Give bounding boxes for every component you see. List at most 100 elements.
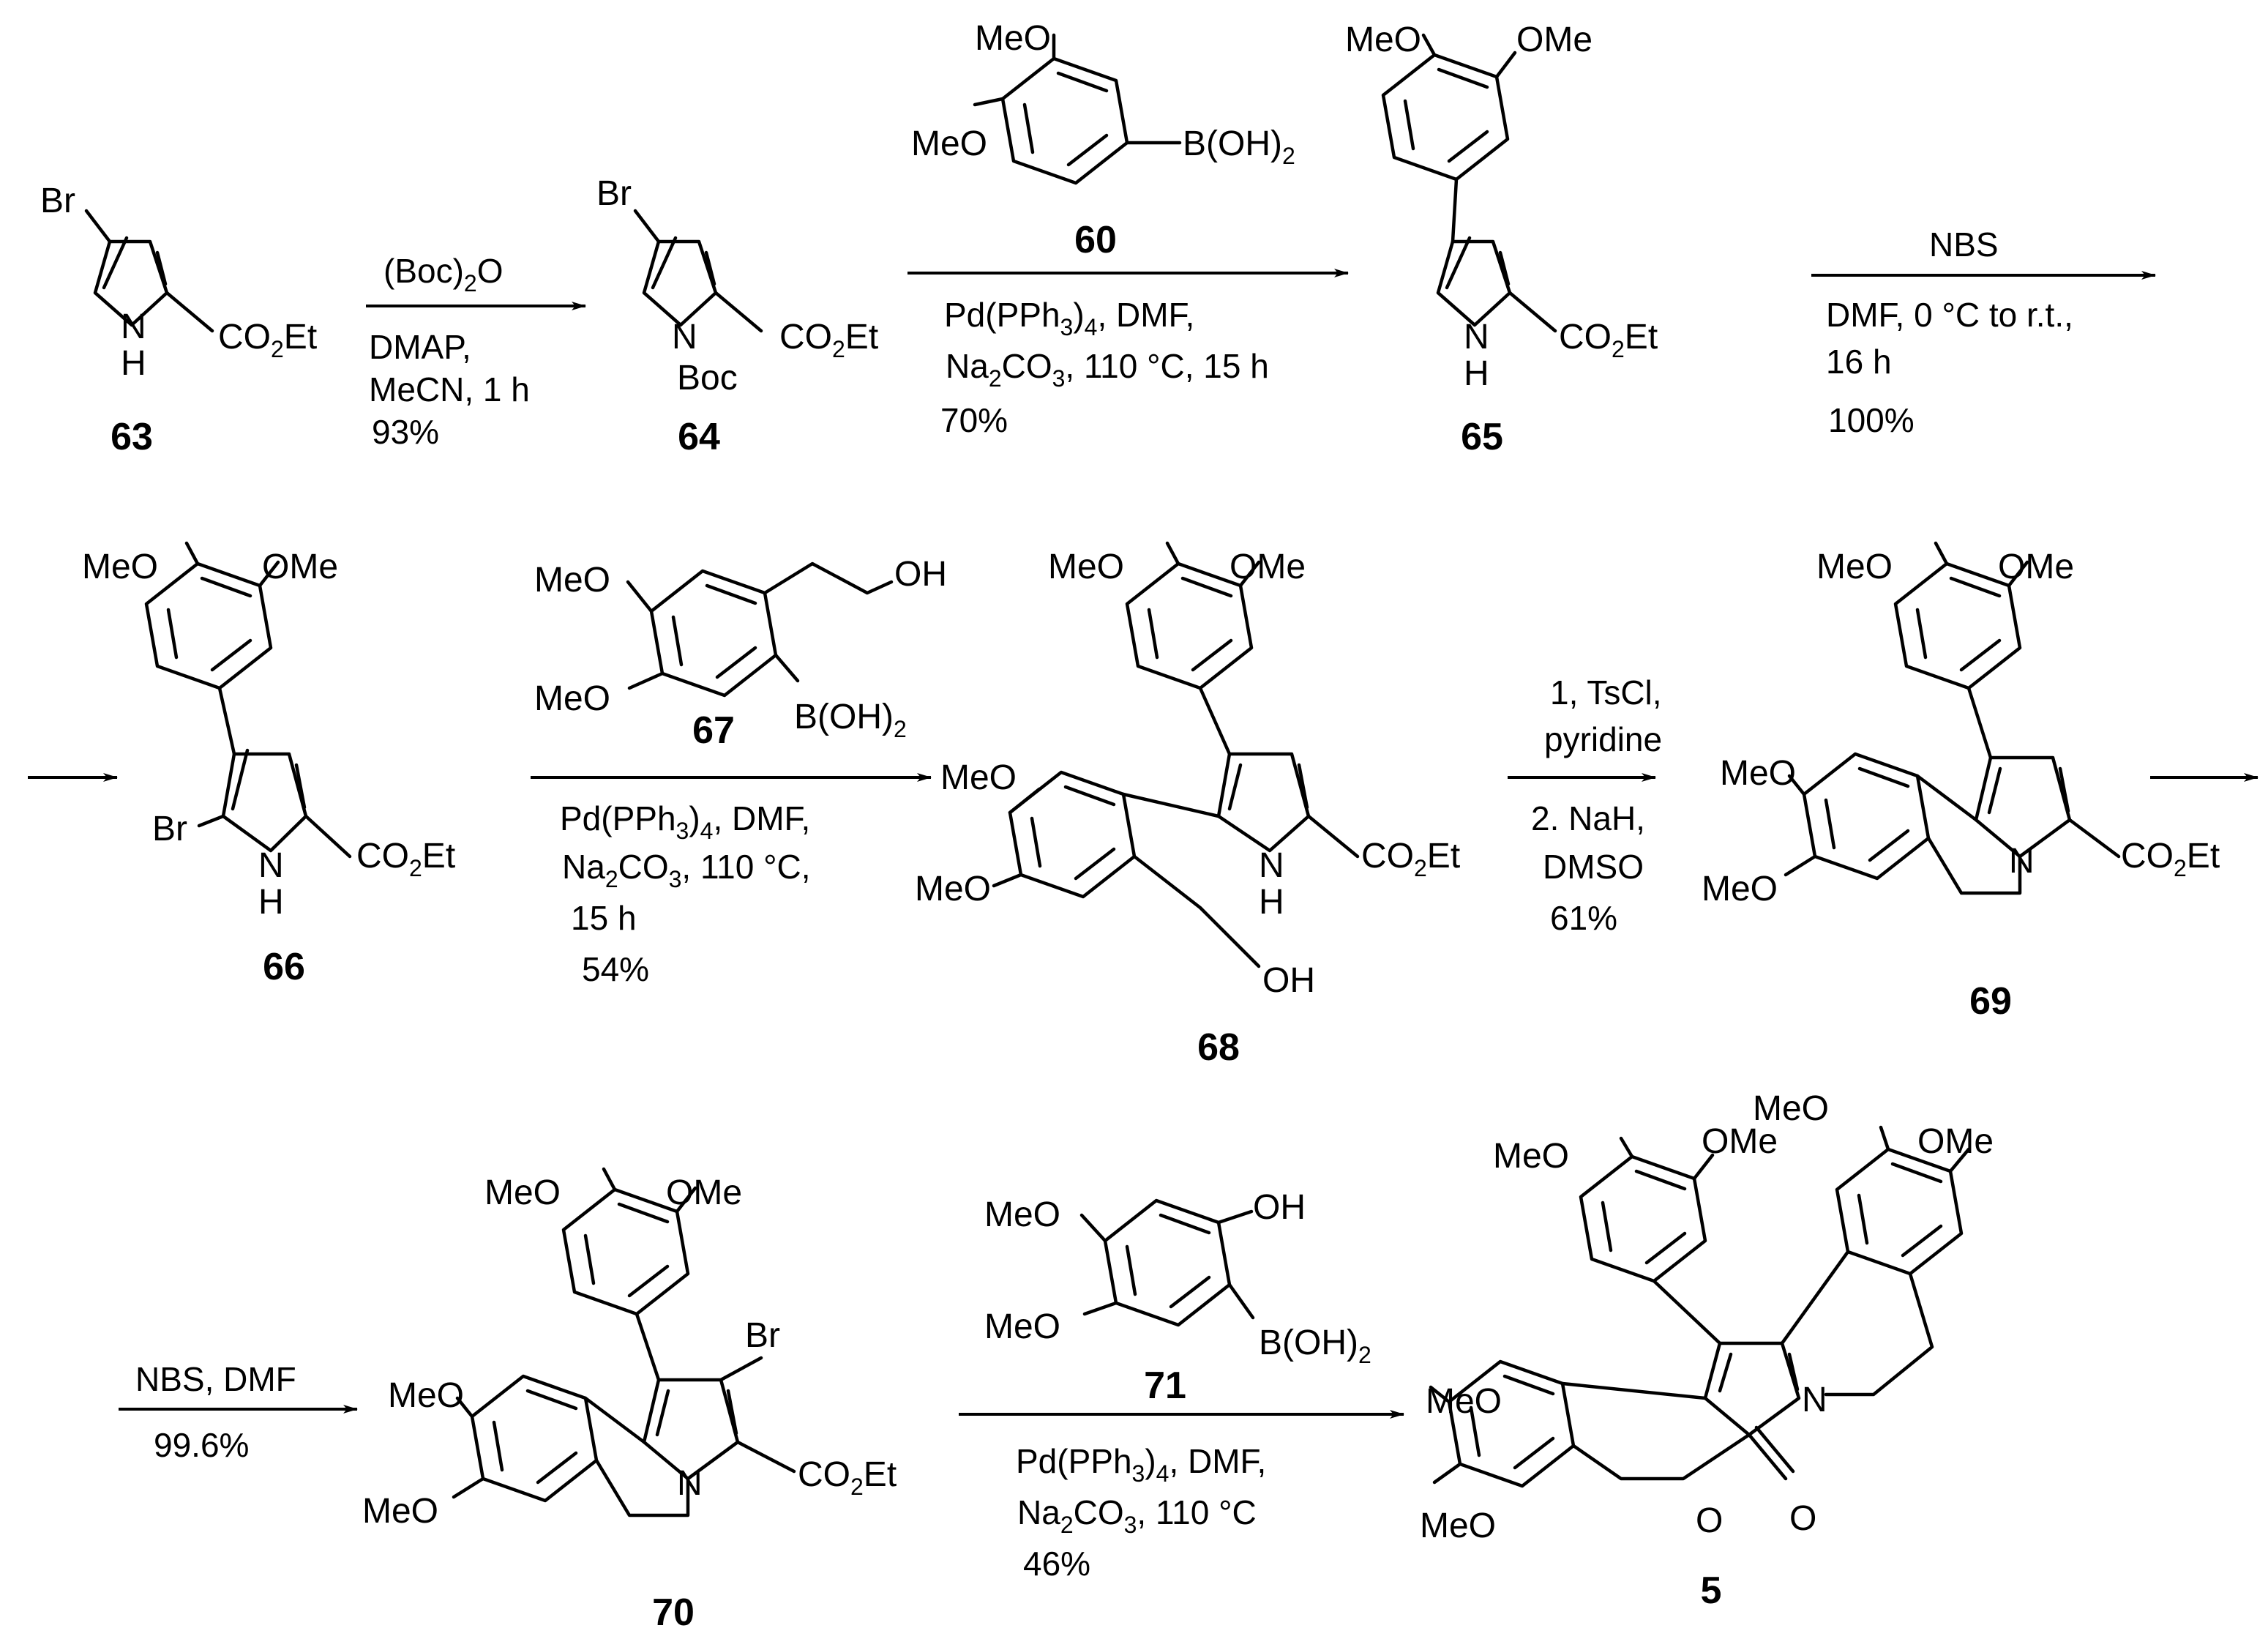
condition-line: Pd(PPh3)4, DMF, bbox=[560, 799, 810, 844]
atom-oh: OH bbox=[894, 555, 947, 594]
reagent-boc2o: (Boc)2O bbox=[383, 252, 503, 296]
condition-line: MeCN, 1 h bbox=[369, 370, 530, 408]
atom-o-carbonyl: O bbox=[1789, 1499, 1816, 1538]
step-3-conditions: NBS DMF, 0 °C to r.t., 16 h 100% bbox=[1811, 225, 2156, 439]
condition-line: DMAP, bbox=[369, 328, 471, 366]
compound-63: Br N H CO2Et 63 bbox=[40, 182, 317, 458]
condition-line: Na2CO3, 110 °C, bbox=[562, 848, 810, 892]
atom-ome: OMe bbox=[1516, 20, 1593, 59]
compound-70: MeO OMe MeO MeO Br N CO2Et 70 bbox=[362, 1167, 897, 1634]
reagent-71: MeO MeO OH B(OH)2 71 bbox=[984, 1188, 1371, 1407]
compound-68: MeO OMe MeO MeO N H CO2Et OH 68 bbox=[915, 541, 1460, 1069]
compound-number: 5 bbox=[1701, 1569, 1722, 1612]
step-5-conditions: 1, TsCl, pyridine 2. NaH, DMSO 61% bbox=[1508, 673, 1662, 937]
atom-n: N bbox=[1259, 846, 1284, 885]
yield: 54% bbox=[582, 950, 649, 988]
compound-5: MeO OMe MeO OMe MeO MeO N O O 5 bbox=[1420, 1089, 1994, 1612]
atom-ome: MeO bbox=[984, 1307, 1060, 1346]
atom-ome: OMe bbox=[1702, 1122, 1778, 1161]
condition-line: 2. NaH, bbox=[1531, 799, 1645, 837]
condition-line: NBS, DMF bbox=[135, 1360, 296, 1398]
atom-ome: MeO bbox=[484, 1173, 561, 1212]
ester-group: CO2Et bbox=[779, 318, 878, 362]
condition-line: 15 h bbox=[571, 899, 637, 937]
atom-ome: OMe bbox=[262, 548, 338, 586]
atom-ome: MeO bbox=[534, 679, 610, 718]
atom-br: Br bbox=[40, 182, 75, 220]
compound-number: 68 bbox=[1197, 1026, 1240, 1069]
atom-ome: MeO bbox=[388, 1376, 464, 1415]
step-2-conditions: Pd(PPh3)4, DMF, Na2CO3, 110 °C, 15 h 70% bbox=[907, 269, 1349, 439]
boronic-acid: B(OH)2 bbox=[1183, 124, 1295, 169]
step-7-conditions: Pd(PPh3)4, DMF, Na2CO3, 110 °C 46% bbox=[959, 1410, 1404, 1583]
atom-oh: OH bbox=[1262, 961, 1315, 1000]
condition-line: 1, TsCl, bbox=[1550, 673, 1662, 712]
atom-boc: Boc bbox=[677, 359, 738, 397]
atom-oh: OH bbox=[1253, 1188, 1306, 1227]
atom-ome: MeO bbox=[362, 1492, 438, 1531]
atom-ome: MeO bbox=[1493, 1137, 1569, 1176]
compound-number: 65 bbox=[1461, 416, 1503, 458]
atom-ome: OMe bbox=[1917, 1122, 1994, 1161]
compound-66: MeO OMe Br N H CO2Et 66 bbox=[82, 541, 455, 988]
ester-group: CO2Et bbox=[218, 318, 317, 362]
compound-number: 66 bbox=[263, 946, 305, 988]
atom-ome: MeO bbox=[1345, 20, 1421, 59]
boronic-acid: B(OH)2 bbox=[794, 698, 907, 742]
condition-line: pyridine bbox=[1544, 720, 1662, 758]
ester-group: CO2Et bbox=[2121, 837, 2220, 881]
atom-n: N bbox=[677, 1464, 703, 1503]
atom-ome: OMe bbox=[666, 1173, 742, 1212]
atom-ome: MeO bbox=[1420, 1507, 1496, 1545]
yield: 70% bbox=[940, 401, 1008, 439]
atom-ome: MeO bbox=[1048, 548, 1124, 586]
reagent-nbs: NBS bbox=[1929, 225, 1999, 264]
atom-br: Br bbox=[745, 1316, 780, 1355]
atom-n: N bbox=[2009, 842, 2035, 881]
yield: 99.6% bbox=[154, 1426, 249, 1464]
condition-line: DMF, 0 °C to r.t., bbox=[1826, 296, 2073, 334]
atom-ome: OMe bbox=[1998, 548, 2074, 586]
reagent-60: MeO MeO B(OH)2 60 bbox=[911, 19, 1295, 261]
boronic-acid: B(OH)2 bbox=[1259, 1323, 1371, 1368]
ester-group: CO2Et bbox=[798, 1455, 897, 1500]
condition-line: Na2CO3, 110 °C, 15 h bbox=[946, 347, 1269, 392]
atom-br: Br bbox=[596, 174, 632, 213]
compound-65: MeO OMe N H CO2Et 65 bbox=[1345, 20, 1658, 458]
condition-line: 16 h bbox=[1826, 343, 1892, 381]
atom-ome: MeO bbox=[915, 870, 991, 908]
compound-number: 64 bbox=[678, 416, 720, 458]
atom-ome: MeO bbox=[82, 548, 158, 586]
reagent-67: MeO MeO OH B(OH)2 67 bbox=[534, 555, 947, 752]
atom-br: Br bbox=[152, 810, 187, 848]
atom-ome: MeO bbox=[984, 1195, 1060, 1234]
compound-69: MeO OMe MeO MeO N CO2Et 69 bbox=[1702, 541, 2220, 1023]
atom-ome: MeO bbox=[1753, 1089, 1829, 1128]
atom-ome: MeO bbox=[534, 561, 610, 600]
yield: 100% bbox=[1828, 401, 1915, 439]
atom-h: H bbox=[1464, 354, 1489, 393]
yield: 46% bbox=[1023, 1545, 1090, 1583]
compound-number: 60 bbox=[1074, 219, 1117, 261]
condition-line: Pd(PPh3)4, DMF, bbox=[944, 296, 1194, 340]
compound-number: 71 bbox=[1144, 1364, 1186, 1407]
atom-ome: MeO bbox=[1426, 1382, 1502, 1421]
ester-group: CO2Et bbox=[1361, 837, 1460, 881]
atom-ome: MeO bbox=[940, 758, 1017, 797]
compound-number: 69 bbox=[1969, 980, 2012, 1023]
atom-ome: MeO bbox=[1702, 870, 1778, 908]
atom-ome: OMe bbox=[1230, 548, 1306, 586]
atom-n: N bbox=[121, 307, 146, 346]
step-4-conditions: Pd(PPh3)4, DMF, Na2CO3, 110 °C, 15 h 54% bbox=[531, 773, 932, 988]
atom-n: N bbox=[672, 318, 697, 356]
atom-ome: MeO bbox=[911, 124, 987, 163]
atom-ome: MeO bbox=[1816, 548, 1893, 586]
compound-number: 67 bbox=[692, 709, 735, 752]
ester-group: CO2Et bbox=[356, 837, 455, 881]
ester-group: CO2Et bbox=[1559, 318, 1658, 362]
atom-n: N bbox=[1802, 1381, 1827, 1419]
atom-h: H bbox=[258, 883, 284, 922]
condition-line: Na2CO3, 110 °C bbox=[1017, 1493, 1257, 1538]
atom-n: N bbox=[1464, 318, 1489, 356]
